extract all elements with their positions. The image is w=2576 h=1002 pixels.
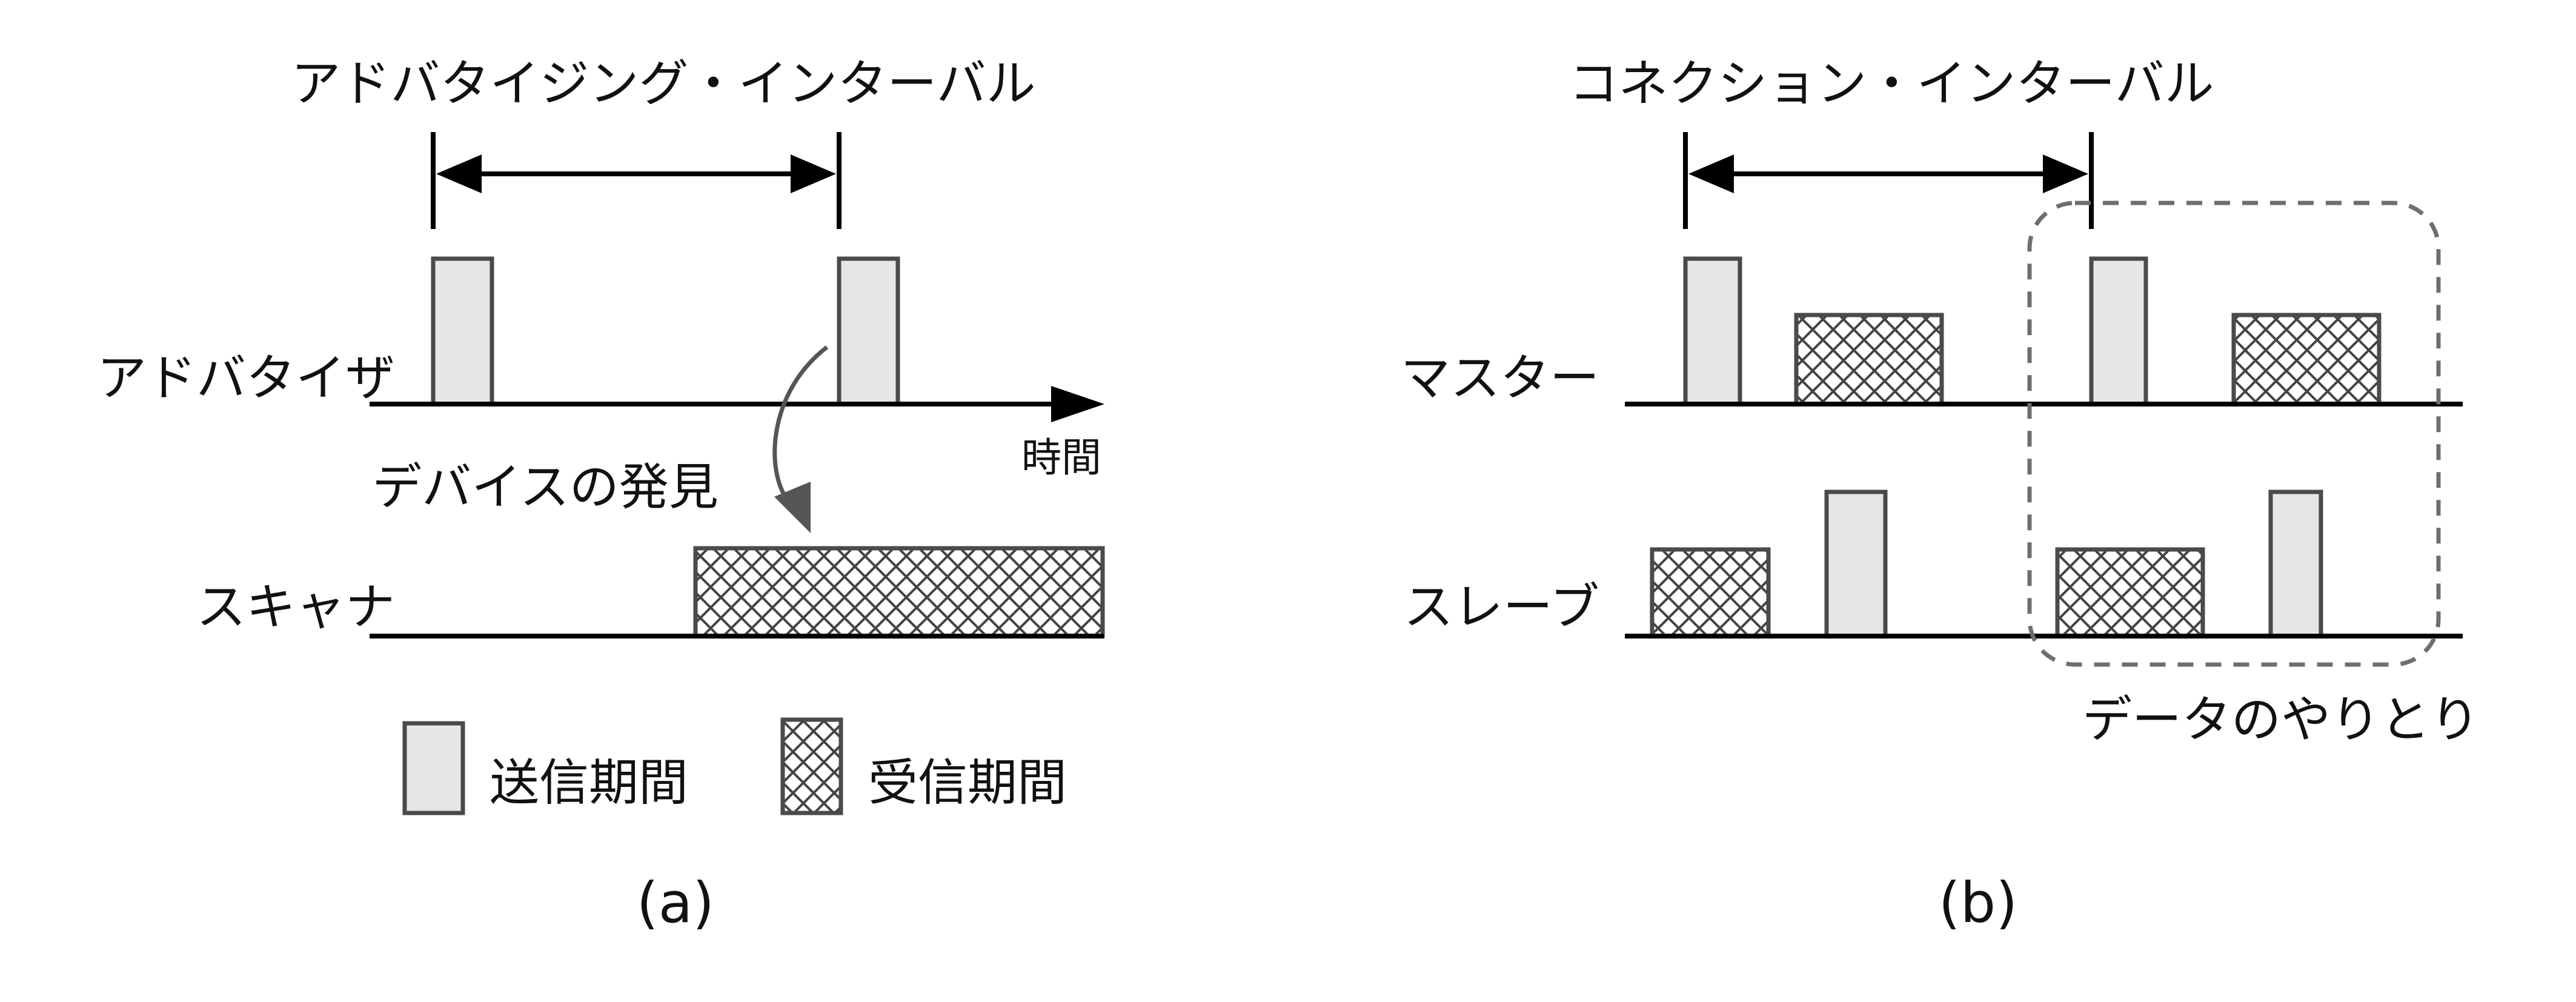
discovery-arrowhead <box>774 482 811 533</box>
time-label: 時間 <box>1021 434 1101 481</box>
data-exchange-label: データのやりとり <box>2082 691 2480 749</box>
master-transmit-2 <box>2089 256 2148 406</box>
master-receive-2 <box>2231 313 2382 406</box>
master-receive-1 <box>1794 313 1944 406</box>
discovery-label: デバイスの発見 <box>372 459 719 516</box>
advertising-interval-label: アドバタイジング・インターバル <box>291 55 1035 113</box>
advertiser-label: アドバタイザ <box>97 350 395 407</box>
master-transmit-1 <box>1683 256 1742 406</box>
connection-interval-label: コネクション・インターバル <box>1569 55 2214 113</box>
slave-transmit-2 <box>2268 489 2323 639</box>
legend-receive-label: 受信期間 <box>868 754 1067 812</box>
legend-transmit-swatch <box>402 721 465 815</box>
slave-receive-1 <box>1650 547 1771 639</box>
slave-receive-2 <box>2055 547 2205 639</box>
legend-receive-swatch <box>780 717 843 815</box>
scanner-label: スキャナ <box>196 579 395 636</box>
legend: 送信期間 受信期間 <box>402 717 1067 815</box>
scanner-receive-window <box>693 546 1105 639</box>
connection-interval-arrow <box>1683 132 2094 229</box>
panel-a: アドバタイジング・インターバル アドバタイザ 時間 デバイスの発見 スキャナ 送… <box>97 55 1105 935</box>
data-exchange-region <box>2027 201 2441 667</box>
caption-a: (a) <box>637 871 714 935</box>
time-axis-arrowhead <box>1051 386 1104 422</box>
discovery-arrow <box>772 345 829 502</box>
legend-transmit-label: 送信期間 <box>490 754 688 812</box>
advertiser-transmit-2 <box>837 256 900 406</box>
master-label: マスター <box>1401 350 1599 407</box>
slave-transmit-1 <box>1824 489 1888 639</box>
caption-b: (b) <box>1939 871 2017 935</box>
panel-b: コネクション・インターバル マスター スレーブ データのやりとり (b) <box>1401 55 2480 935</box>
advertiser-transmit-1 <box>431 256 494 406</box>
slave-label: スレーブ <box>1404 579 1599 636</box>
advertising-interval-arrow <box>431 132 842 229</box>
